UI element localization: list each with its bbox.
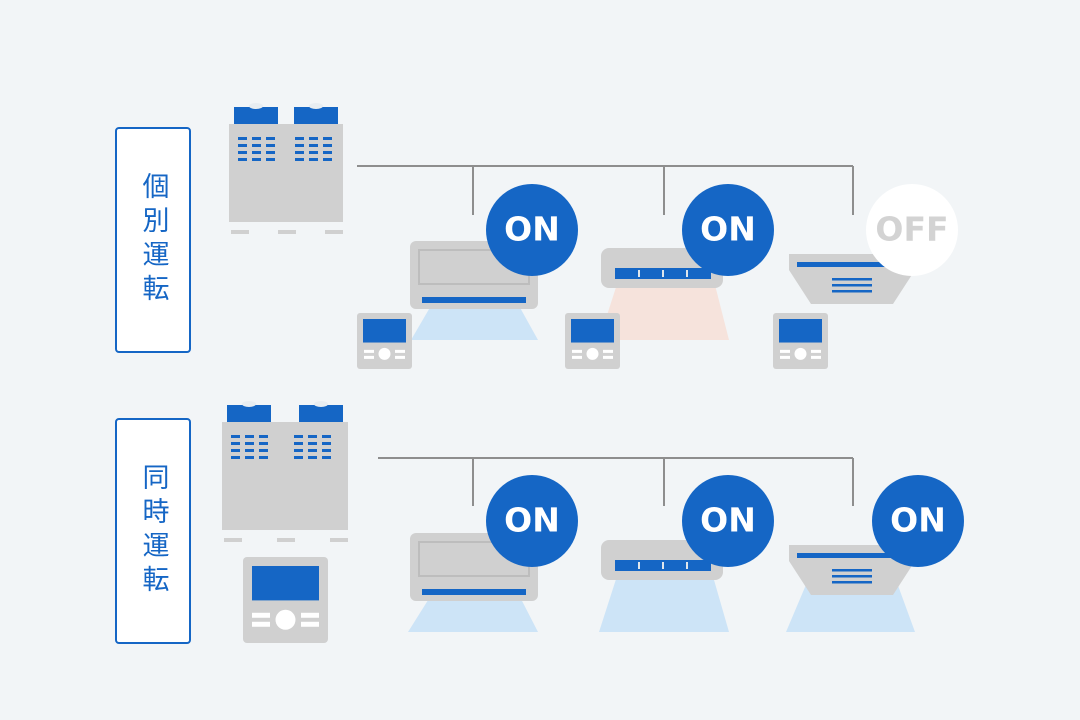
remote-controller-icon: [565, 313, 620, 369]
remote-controller-icon: [773, 313, 828, 369]
status-badge-text: ON: [890, 501, 946, 540]
status-badge-text: ON: [700, 210, 756, 249]
status-badge: ON: [486, 184, 578, 276]
mode-label-individual: 個別運転: [115, 127, 191, 353]
mode-label-text: 同時運転: [137, 463, 169, 599]
central-controller-icon: [243, 557, 328, 643]
airflow-area: [408, 597, 538, 632]
airflow-area: [411, 304, 538, 340]
outdoor-unit-icon: [229, 103, 343, 234]
remote-controller-icon: [357, 313, 412, 369]
refrigerant-pipe: [357, 165, 854, 215]
status-badge: OFF: [866, 184, 958, 276]
airflow-area: [599, 281, 729, 340]
airflow-area: [599, 573, 729, 632]
outdoor-unit-icon: [222, 401, 348, 542]
status-badge: ON: [872, 475, 964, 567]
status-badge: ON: [486, 475, 578, 567]
status-badge: ON: [682, 475, 774, 567]
mode-label-simultaneous: 同時運転: [115, 418, 191, 644]
status-badge-text: ON: [504, 501, 560, 540]
mode-label-text: 個別運転: [137, 172, 169, 308]
status-badge-text: ON: [504, 210, 560, 249]
status-badge: ON: [682, 184, 774, 276]
status-badge-text: OFF: [875, 210, 948, 249]
refrigerant-pipe: [378, 457, 854, 506]
status-badge-text: ON: [700, 501, 756, 540]
